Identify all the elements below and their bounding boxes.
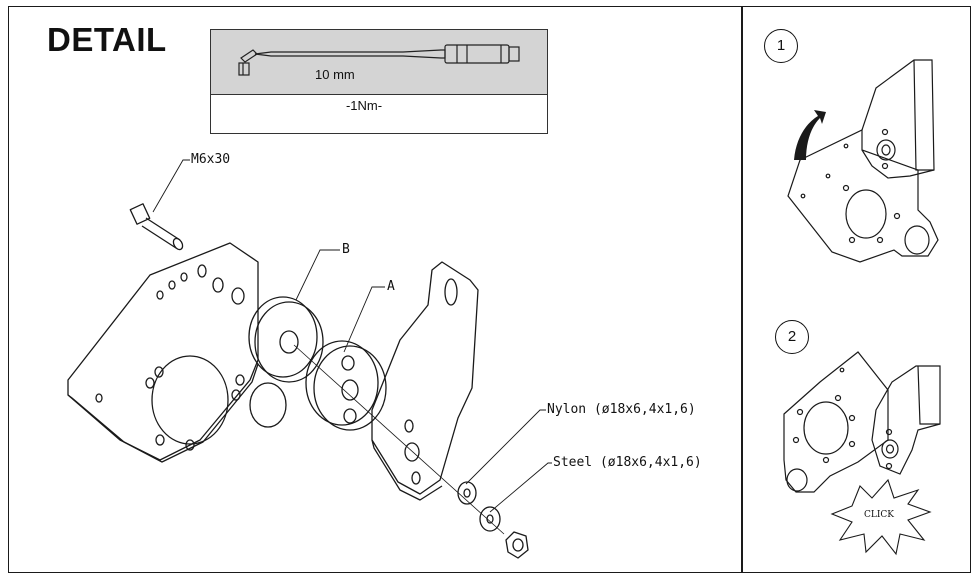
click-label: CLICK xyxy=(864,510,895,520)
callout-part-a: A xyxy=(387,279,395,294)
step1-illustration xyxy=(787,59,939,263)
step-1-badge: 1 xyxy=(764,29,798,63)
main-mounting-plate xyxy=(67,242,287,463)
rotate-arrow-icon xyxy=(794,110,826,160)
step-2-badge: 2 xyxy=(775,320,809,354)
panel-divider xyxy=(741,6,743,573)
torque-spec-box: 10 mm -1Nm- xyxy=(210,29,548,134)
leader-lines xyxy=(152,159,552,513)
page-title: DETAIL xyxy=(47,21,167,58)
eccentric-a xyxy=(305,340,387,431)
torque-wrench-panel: 10 mm xyxy=(211,30,547,95)
torque-value-label: -1Nm- xyxy=(345,98,383,113)
drawing-frame xyxy=(8,6,971,573)
spacer-b xyxy=(248,296,324,383)
washers-and-nut xyxy=(457,481,529,559)
callout-bolt-m6x30: M6x30 xyxy=(191,152,231,167)
bracket-arm xyxy=(371,261,479,501)
step2-illustration xyxy=(783,351,941,493)
callout-steel-washer: Steel (ø18x6,4x1,6) xyxy=(553,455,702,470)
torque-wrench-icon xyxy=(238,44,520,76)
bolt-m6x30 xyxy=(129,203,184,251)
wrench-size-label: 10 mm xyxy=(315,67,355,82)
callout-part-b: B xyxy=(342,242,350,257)
callout-nylon-washer: Nylon (ø18x6,4x1,6) xyxy=(547,402,696,417)
click-burst-icon xyxy=(830,478,932,556)
